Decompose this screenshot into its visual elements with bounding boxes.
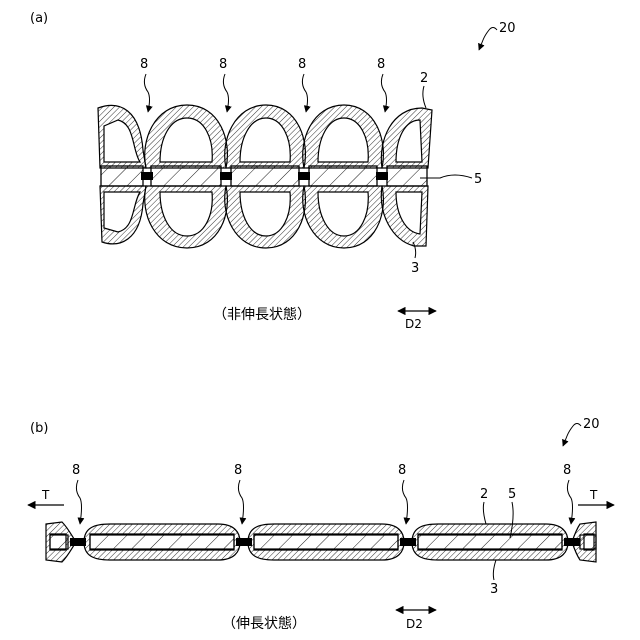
panel-a-ref-3-label: 3 <box>411 261 419 276</box>
panel-b-ref-8-arrow-1 <box>76 480 81 524</box>
panel-b-cells <box>46 522 596 562</box>
panel-a-ref-20-arrow <box>479 28 497 51</box>
panel-b-ref-8-markers: 8 8 8 8 <box>72 463 573 524</box>
panel-b-ref-8-arrow-3 <box>402 480 407 524</box>
panel-a-label: (a) <box>30 11 48 26</box>
panel-a-ref-8-label-4: 8 <box>377 57 385 72</box>
panel-a-ref-5-leader <box>420 175 472 178</box>
panel-b-label: (b) <box>30 421 48 436</box>
panel-b-ref-8-arrow-2 <box>238 480 243 524</box>
panel-a-ref-5-label: 5 <box>474 172 482 187</box>
panel-a-ref-8-arrow-4 <box>381 74 386 112</box>
panel-a-ref-8-label-1: 8 <box>140 57 148 72</box>
panel-a-ref-2-leader <box>423 86 426 108</box>
panel-a-direction-label: D2 <box>405 317 422 331</box>
panel-b-direction-label: D2 <box>406 617 423 631</box>
panel-a-ref-8-arrow-1 <box>144 74 149 112</box>
panel-b-ref-8-label-3: 8 <box>398 463 406 478</box>
panel-a-ref-2-label: 2 <box>420 71 428 86</box>
panel-a-ref-8-markers: 8 8 8 8 <box>140 57 387 112</box>
panel-a-ref-8-label-3: 8 <box>298 57 306 72</box>
panel-a: (a) 20 <box>30 11 516 331</box>
panel-b-ref-8-label-4: 8 <box>563 463 571 478</box>
stretched-middle-band <box>50 535 596 549</box>
panel-b-ref-8-arrow-4 <box>567 480 572 524</box>
panel-a-ref-8-label-2: 8 <box>219 57 227 72</box>
panel-a-ref-8-arrow-3 <box>302 74 307 112</box>
panel-b-ref-3-label: 3 <box>490 582 498 597</box>
upper-sheet <box>98 105 432 168</box>
panel-b-ref-3-leader <box>493 560 496 580</box>
panel-b-ref-20-arrow <box>563 424 581 447</box>
panel-b: (b) 20 T T <box>28 417 614 632</box>
lower-sheet <box>100 186 428 248</box>
panel-b-ref-8-label-1: 8 <box>72 463 80 478</box>
panel-b-ref-2-label: 2 <box>480 487 488 502</box>
panel-a-caption: （非伸長状態） <box>213 307 311 323</box>
panel-b-ref-2-leader <box>483 502 486 524</box>
panel-a-cells <box>98 105 432 248</box>
panel-b-ref-20-label: 20 <box>583 417 600 432</box>
panel-b-ref-8-label-2: 8 <box>234 463 242 478</box>
panel-a-ref-8-arrow-2 <box>223 74 228 112</box>
panel-a-ref-20-label: 20 <box>499 21 516 36</box>
panel-b-ref-5-label: 5 <box>508 487 516 502</box>
panel-b-tension-right-label: T <box>589 488 598 502</box>
panel-b-caption: （伸長状態） <box>222 616 306 632</box>
panel-b-tension-left-label: T <box>41 488 50 502</box>
